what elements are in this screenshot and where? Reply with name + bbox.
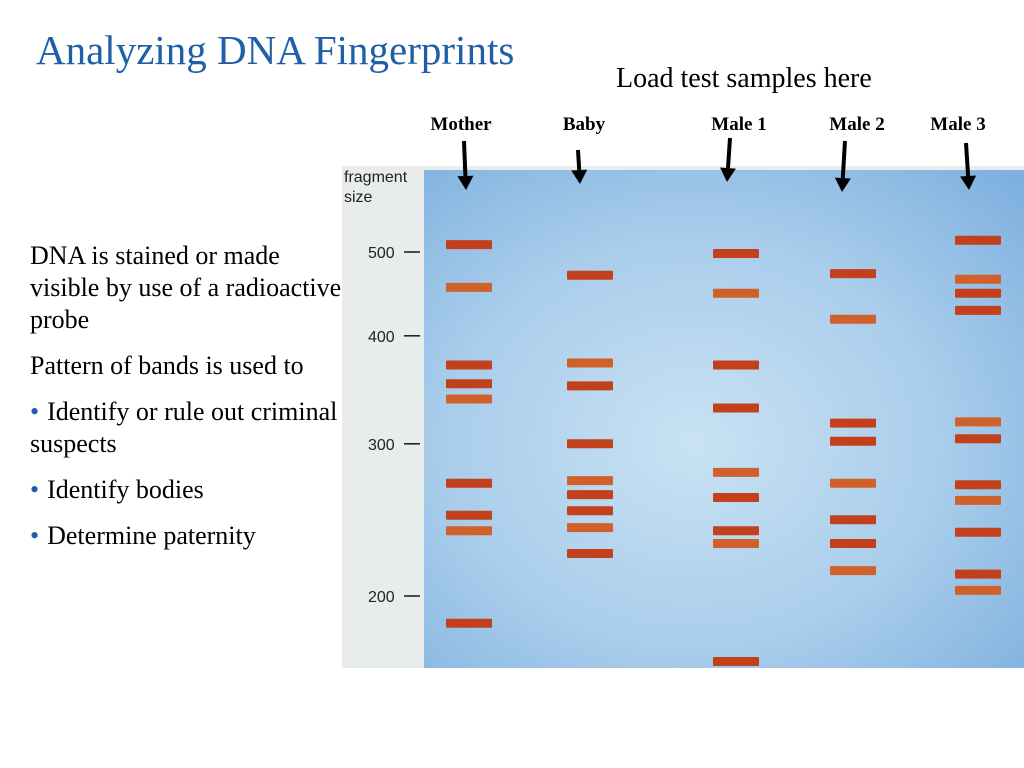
band-male-1-260	[713, 493, 759, 502]
band-male-3-212	[955, 569, 1001, 579]
bullet-dot-icon: •	[30, 475, 40, 504]
bullet-item: •Determine paternity	[30, 520, 342, 552]
tick-label-200: 200	[368, 589, 395, 606]
band-male-2-245	[830, 515, 876, 525]
band-male-1-278	[713, 467, 759, 477]
band-male-3-258	[955, 495, 1001, 505]
bullet-dot-icon: •	[30, 397, 40, 426]
band-male-3-465	[955, 274, 1001, 284]
band-male-3-304	[955, 434, 1001, 444]
band-group	[446, 235, 1001, 666]
band-male-2-214	[830, 566, 876, 576]
lane-label-mother: Mother	[430, 114, 492, 135]
axis-label-size: size	[344, 189, 373, 206]
lane-label-male-1: Male 1	[711, 114, 767, 135]
band-male-3-318	[955, 417, 1001, 427]
band-male-3-237	[955, 527, 1001, 537]
body-text: DNA is stained or made visible by use of…	[30, 240, 342, 566]
bullet-text-suspects: Identify or rule out criminal suspects	[30, 397, 338, 458]
band-male-1-498	[713, 249, 759, 258]
tick-label-500: 500	[368, 245, 395, 262]
band-baby-350	[567, 381, 613, 391]
axis-label-line-1: fragment size	[344, 169, 408, 206]
band-mother-248	[446, 510, 492, 520]
lane-label-baby: Baby	[562, 114, 606, 135]
band-baby-251	[567, 506, 613, 516]
lane-label-male-3: Male 3	[930, 114, 986, 135]
band-baby-300	[567, 439, 613, 449]
bullet-dot-icon: •	[30, 521, 40, 550]
arrow-shaft	[726, 137, 732, 169]
band-male-1-370	[713, 360, 759, 370]
band-male-1-230	[713, 539, 759, 548]
band-male-3-516	[955, 235, 1001, 245]
band-male-1-330	[713, 403, 759, 413]
band-baby-470	[567, 270, 613, 280]
tick-label-300: 300	[368, 437, 395, 454]
band-male-3-203	[955, 585, 1001, 595]
slide-title: Analyzing DNA Fingerprints	[36, 27, 515, 73]
band-baby-272	[567, 476, 613, 486]
bullet-item: •Identify bodies	[30, 474, 342, 506]
bullet-text-paternity: Determine paternity	[47, 521, 256, 550]
band-male-1-448	[713, 288, 759, 298]
gel-background	[424, 170, 1024, 668]
band-mother-510	[446, 240, 492, 250]
gel-chart: fragment size 500 400 300 200	[344, 169, 1024, 668]
size-axis: 500 400 300 200	[368, 245, 420, 606]
band-baby-224	[567, 549, 613, 558]
band-male-2-317	[830, 418, 876, 428]
band-male-3-428	[955, 305, 1001, 315]
band-mother-186	[446, 618, 492, 628]
band-mother-455	[446, 282, 492, 292]
lane-label-male-2: Male 2	[829, 114, 885, 135]
gel-figure: fragment size 500 400 300 200	[342, 166, 1024, 668]
tick-label-400: 400	[368, 329, 395, 346]
axis-label-fragment: fragment	[344, 169, 408, 186]
band-male-2-472	[830, 269, 876, 279]
band-mother-238	[446, 526, 492, 536]
band-mother-370	[446, 360, 492, 370]
band-male-2-302	[830, 436, 876, 446]
load-samples-caption: Load test samples here	[616, 63, 872, 94]
band-male-3-448	[955, 288, 1001, 298]
body-paragraph-staining: DNA is stained or made visible by use of…	[30, 241, 342, 334]
band-male-1-238	[713, 526, 759, 536]
band-male-2-418	[830, 314, 876, 324]
band-baby-240	[567, 523, 613, 533]
band-male-1-168	[713, 657, 759, 666]
band-male-2-230	[830, 539, 876, 548]
bullet-item: •Identify or rule out criminal suspects	[30, 396, 342, 460]
band-male-2-270	[830, 478, 876, 488]
band-mother-338	[446, 394, 492, 404]
band-mother-270	[446, 478, 492, 488]
body-paragraph-pattern: Pattern of bands is used to	[30, 351, 304, 380]
band-mother-352	[446, 379, 492, 389]
band-baby-372	[567, 358, 613, 368]
bullet-text-bodies: Identify bodies	[47, 475, 204, 504]
band-male-3-269	[955, 480, 1001, 490]
band-baby-262	[567, 490, 613, 500]
